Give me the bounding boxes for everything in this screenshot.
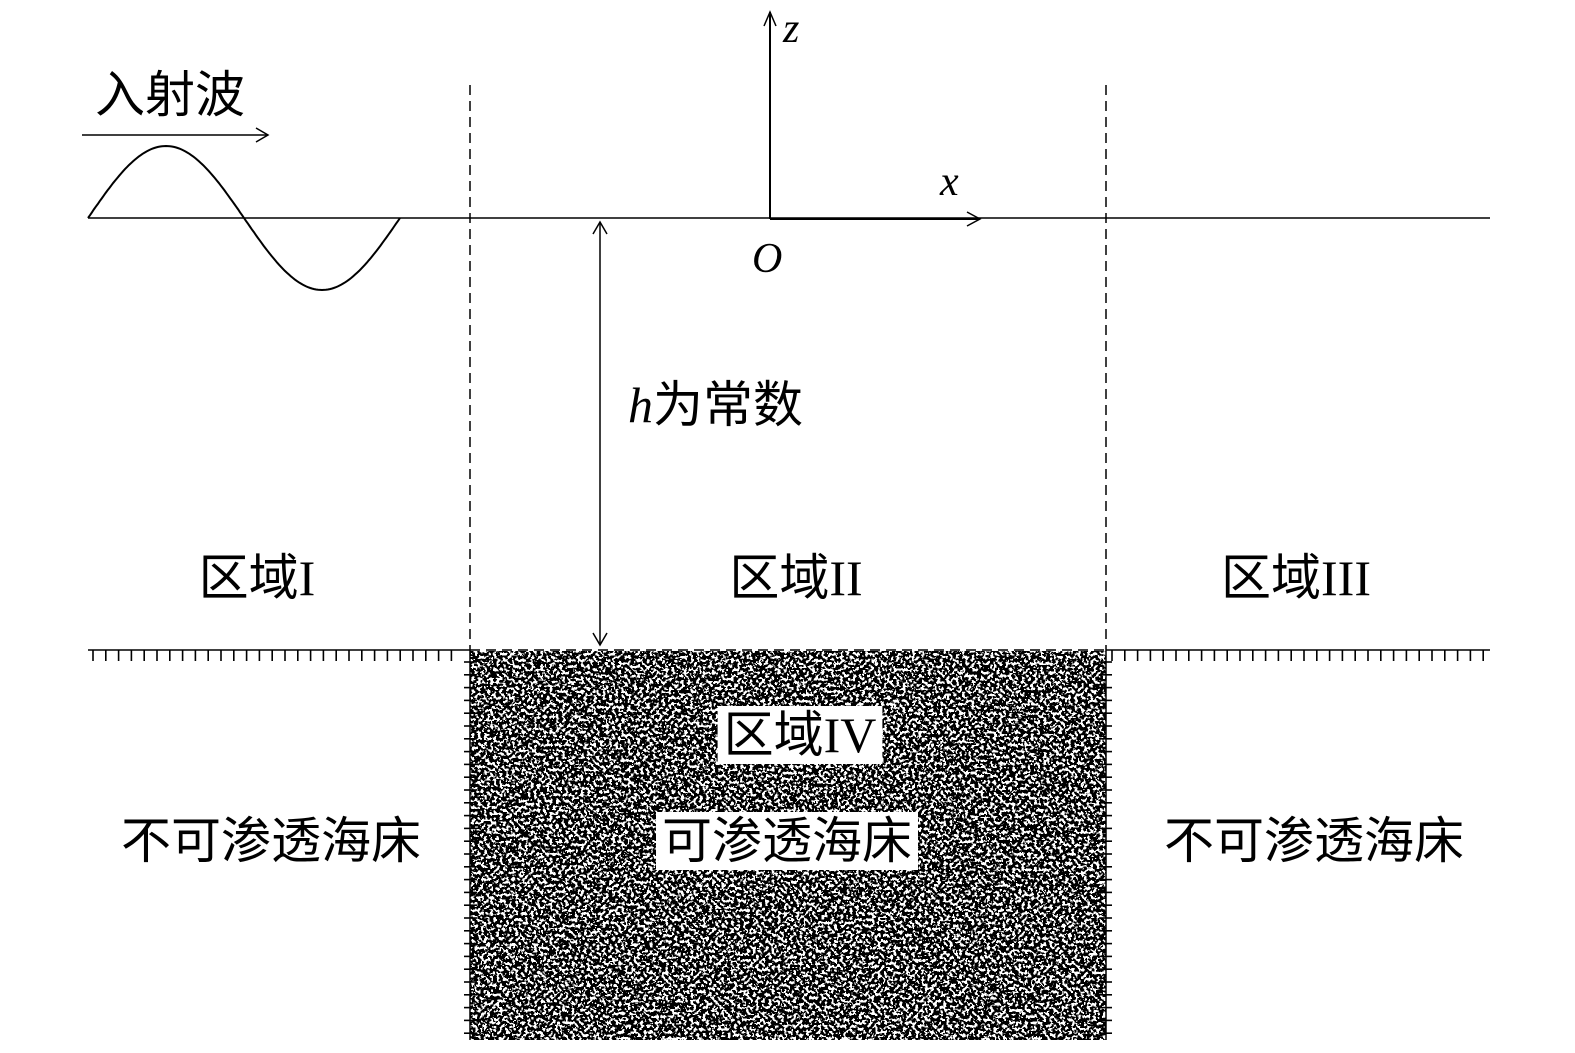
impermeable-seabed-label-left: 不可渗透海床	[121, 813, 421, 869]
permeable-edge-hatch-right	[1099, 661, 1112, 1034]
depth-symbol: h	[628, 377, 653, 433]
x-axis-arrow-head	[966, 211, 982, 227]
depth-arrow-head-top	[592, 220, 608, 235]
depth-arrow	[592, 220, 608, 647]
permeable-seabed-label: 可渗透海床	[662, 813, 912, 869]
incident-wave-label: 入射波	[95, 67, 245, 123]
depth-arrow-head-bottom	[592, 632, 608, 647]
incident-wave-arrow	[82, 127, 270, 143]
z-axis-arrow-head	[763, 10, 777, 27]
permeable-seabed-label-background	[656, 812, 918, 870]
region-4-label-background	[717, 706, 883, 764]
origin-label: O	[752, 236, 782, 282]
x-axis-label: x	[939, 159, 959, 205]
z-axis-label: z	[782, 6, 799, 52]
depth-label: h为常数	[628, 377, 803, 433]
region-2-label: 区域II	[729, 550, 862, 606]
incident-arrow-head	[255, 127, 270, 143]
region-1-label: 区域I	[199, 550, 316, 606]
impermeable-seabed-label-right: 不可渗透海床	[1164, 813, 1464, 869]
region-3-label: 区域III	[1221, 550, 1371, 606]
permeable-edge-hatch-left	[464, 661, 477, 1034]
seabed-hatch-left	[92, 650, 453, 661]
seabed-hatch-right	[1111, 650, 1484, 661]
x-axis	[770, 211, 982, 227]
region-4-label: 区域IV	[724, 707, 877, 763]
z-axis	[763, 10, 777, 219]
depth-description: 为常数	[653, 377, 803, 433]
